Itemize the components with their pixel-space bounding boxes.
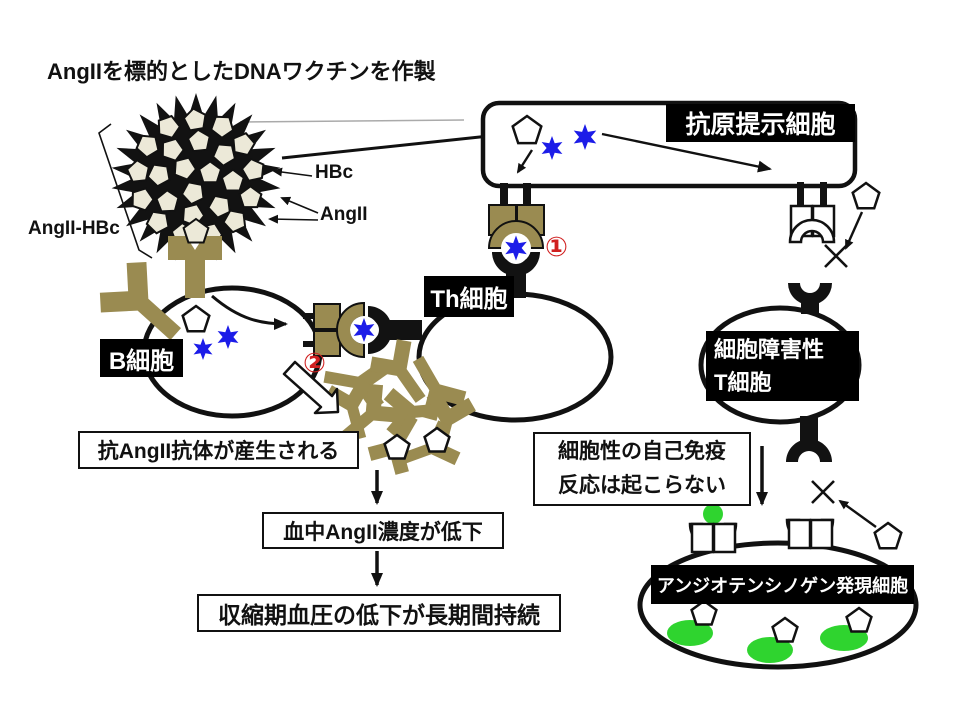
angiotensinogen-cell-label: アンジオテンシノゲン発現細胞 xyxy=(651,565,914,604)
flow-box-blood-angii: 血中AngII濃度が低下 xyxy=(262,512,504,549)
ctl-label-line1: 細胞障害性 xyxy=(714,337,825,362)
pentagon-to-x-arrow-top xyxy=(844,211,864,250)
page-title: AngIIを標的としたDNAワクチンを作製 xyxy=(47,59,436,84)
hbc-pentagon-icon xyxy=(135,134,160,159)
angii-hbc-label: AngII-HBc xyxy=(28,218,120,239)
antigen-peptide-star-icon xyxy=(541,136,563,160)
hbc-pentagon-icon xyxy=(211,143,237,167)
hbc-pentagon-icon xyxy=(210,115,235,140)
hbc-pentagon-icon xyxy=(145,210,170,235)
hbc-pentagon-icon xyxy=(155,189,180,213)
ctl-receptor-top xyxy=(788,283,832,314)
th-cell-tcr-left xyxy=(368,306,422,354)
antigen-peptide-star-icon xyxy=(217,325,239,349)
antigen-peptide-star-icon xyxy=(505,235,527,261)
antigen-peptide-star-icon xyxy=(353,318,375,342)
no-binding-x-bottom xyxy=(811,480,835,504)
hbc-pentagon-icon xyxy=(186,128,211,153)
hbc-pentagon-icon xyxy=(146,163,171,188)
hbc-pentagon-icon xyxy=(125,159,150,183)
angii-label: AngII xyxy=(320,204,368,225)
hbc-pentagon-icon xyxy=(157,114,182,139)
ctl-receptor-bottom xyxy=(786,416,832,462)
no-autoimmune-line2: 反応は起こらない xyxy=(558,474,726,497)
ctl-label: 細胞障害性 T細胞 xyxy=(706,331,859,401)
angii-pentagon-icon xyxy=(182,217,210,244)
b-cell-processing-arrow xyxy=(211,294,288,330)
flow-box-antibody: 抗AngII抗体が産生される xyxy=(78,431,359,469)
angii-pentagon-icon xyxy=(771,616,799,643)
b-cell-label: B細胞 xyxy=(100,339,183,377)
hbc-pentagon-icon xyxy=(131,187,155,212)
angii-pentagon-icon xyxy=(845,606,873,633)
angii-hbc-bracket xyxy=(98,123,153,259)
apc-label: 抗原提示細胞 xyxy=(666,104,855,142)
hbc-pentagon-icon xyxy=(173,156,198,181)
step-2-marker: ② xyxy=(303,348,326,378)
faint-connector-line xyxy=(239,119,465,123)
angiotensinogen-peptide-dot xyxy=(703,504,723,524)
apc-mhc1-receptor xyxy=(788,182,836,244)
hbc-pentagon-icon xyxy=(180,181,205,206)
apc-internal-arrow-right xyxy=(601,132,772,173)
hbc-pentagon-icon xyxy=(220,168,245,192)
hbc-pentagon-icon xyxy=(198,160,223,184)
ctl-label-line2: T細胞 xyxy=(714,370,772,395)
hbc-pointer-arrow xyxy=(272,167,313,177)
angii-pentagon-icon xyxy=(690,599,718,626)
flow-box-blood-pressure: 収縮期血圧の低下が長期間持続 xyxy=(197,594,561,632)
angii-pentagon-icon xyxy=(851,181,881,210)
th-cell-label: Th細胞 xyxy=(424,276,514,317)
angii-pointer-arrow-1 xyxy=(280,196,319,214)
hbc-pentagon-icon xyxy=(182,107,207,132)
angii-pointer-arrow-2 xyxy=(268,214,319,224)
antigens-layer xyxy=(181,114,903,643)
angiotensinogen-blob xyxy=(747,637,793,663)
angiotensinogen-blob xyxy=(667,620,713,646)
antigen-peptide-star-icon xyxy=(573,124,597,150)
pentagon-to-x-arrow-bottom xyxy=(838,499,877,528)
angii-pentagon-icon xyxy=(873,521,903,550)
secretion-block-arrow xyxy=(282,360,340,415)
angii-pentagon-icon xyxy=(181,304,211,333)
angii-pentagon-icon xyxy=(511,114,543,145)
antigen-peptide-star-icon xyxy=(193,338,213,360)
virus-to-apc-arrow xyxy=(281,129,510,160)
angii-pentagon-icon xyxy=(383,433,411,460)
hbc-pentagon-icon xyxy=(161,137,185,162)
angii-pentagon-icon xyxy=(423,426,451,453)
step-1-marker: ① xyxy=(545,232,568,262)
no-binding-x-top xyxy=(824,244,848,268)
no-autoimmune-line1: 細胞性の自己免疫 xyxy=(558,440,726,463)
hbc-pentagon-icon xyxy=(240,157,265,182)
apc-internal-arrow-down xyxy=(516,149,534,174)
hbc-pentagon-icon xyxy=(232,131,256,157)
angii-hbc-virus-icon xyxy=(111,93,281,263)
no-autoimmune-callout: 細胞性の自己免疫 反応は起こらない xyxy=(533,432,751,506)
angio-mhc1-left xyxy=(688,504,738,554)
hbc-pentagon-icon xyxy=(222,209,247,234)
hbc-pentagon-icon xyxy=(238,185,263,209)
angio-mhc1-right xyxy=(785,518,835,550)
hbc-label: HBc xyxy=(315,162,354,183)
